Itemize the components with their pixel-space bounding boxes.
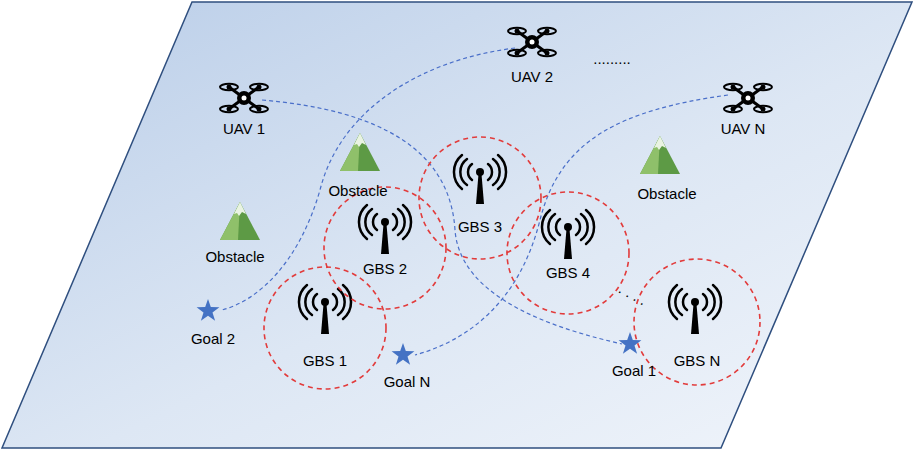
coverage-outline: [418, 136, 542, 260]
goal-stars: [197, 299, 642, 365]
coverage-circle: GBS 3: [418, 136, 542, 260]
obstacle-label: Obstacle: [328, 182, 387, 199]
obstacle-label: Obstacle: [637, 185, 696, 202]
station-label: GBS 2: [323, 260, 447, 277]
coverage-outline: [506, 191, 630, 315]
trajectories: [222, 48, 728, 355]
ellipsis: .........: [593, 50, 631, 67]
uav-label: UAV 1: [223, 120, 265, 137]
coverage-outline: [323, 186, 447, 310]
goal-label: Goal 2: [191, 330, 235, 347]
tower-icons: [299, 155, 721, 334]
station-label: GBS 4: [506, 264, 630, 281]
coverage-circle: GBS 1: [263, 266, 387, 390]
obstacle-label: Obstacle: [205, 248, 264, 265]
goal-label: Goal N: [384, 373, 431, 390]
uav-label: UAV 2: [511, 68, 553, 85]
obstacle-icons: [220, 133, 680, 240]
station-label: GBS 1: [263, 352, 387, 369]
uav-label: UAV N: [721, 120, 766, 137]
coverage-circle: GBS 2: [323, 186, 447, 310]
goal-label: Goal 1: [612, 362, 656, 379]
coverage-outline: [263, 266, 387, 390]
coverage-circle: GBS 4: [506, 191, 630, 315]
uav-icons: [220, 28, 772, 112]
station-label: GBS 3: [418, 218, 542, 235]
